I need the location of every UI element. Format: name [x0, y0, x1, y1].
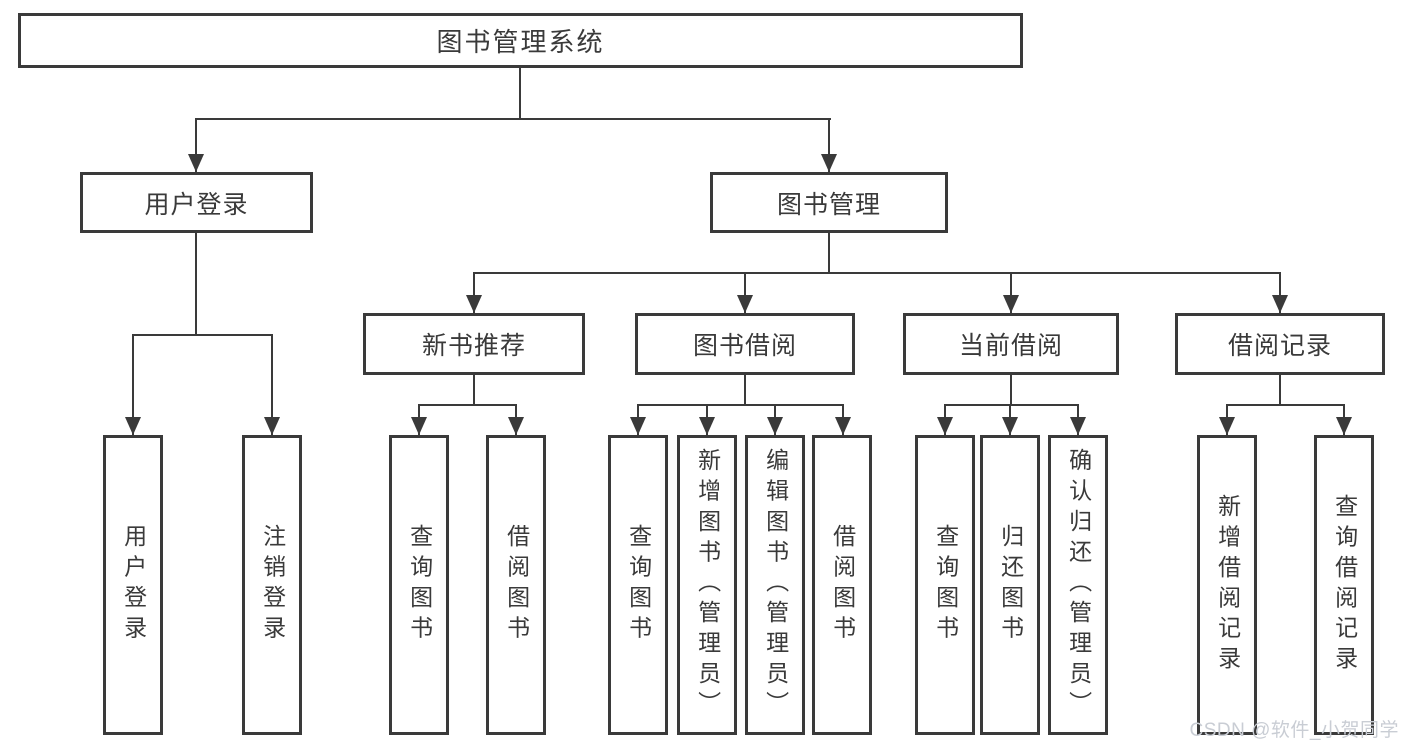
node-box-borrow-book-2: 借阅图书: [812, 435, 872, 735]
connector-line: [1279, 272, 1281, 313]
connector-line: [744, 272, 746, 313]
node-box-book-borrow: 图书借阅: [635, 313, 855, 375]
arrow-down-icon: [1003, 295, 1019, 313]
node-box-query-borrow-record: 查询借阅记录: [1314, 435, 1374, 735]
node-label: 用户登录: [120, 524, 147, 646]
watermark-text: CSDN @软件_小贺同学: [1189, 720, 1399, 741]
node-label: 确认归还（管理员）: [1065, 448, 1092, 722]
arrow-down-icon: [1336, 417, 1352, 435]
node-box-edit-book: 编辑图书（管理员）: [745, 435, 805, 735]
node-box-query-book-2: 查询图书: [608, 435, 668, 735]
node-box-query-book-3: 查询图书: [915, 435, 975, 735]
node-label: 借阅记录: [1227, 332, 1332, 360]
connector-line: [828, 232, 830, 274]
arrow-down-icon: [699, 417, 715, 435]
node-box-root: 图书管理系统: [18, 13, 1023, 68]
arrow-down-icon: [411, 417, 427, 435]
node-label: 注销登录: [259, 524, 286, 646]
arrow-down-icon: [821, 154, 837, 172]
arrow-down-icon: [937, 417, 953, 435]
arrow-down-icon: [630, 417, 646, 435]
connector-line: [195, 118, 831, 120]
node-label: 借阅图书: [503, 524, 530, 646]
arrow-down-icon: [835, 417, 851, 435]
node-label: 当前借阅: [958, 332, 1063, 360]
node-box-query-book-1: 查询图书: [389, 435, 449, 735]
arrow-down-icon: [125, 417, 141, 435]
connector-line: [1010, 272, 1012, 313]
connector-line: [744, 374, 746, 406]
node-box-leaf-logout: 注销登录: [242, 435, 302, 735]
node-box-add-book: 新增图书（管理员）: [677, 435, 737, 735]
connector-line: [271, 334, 273, 435]
node-label: 图书管理: [776, 190, 881, 219]
arrow-down-icon: [1002, 417, 1018, 435]
arrow-down-icon: [508, 417, 524, 435]
arrow-down-icon: [466, 295, 482, 313]
connector-line: [637, 404, 844, 406]
arrow-down-icon: [737, 295, 753, 313]
node-box-book-mgmt: 图书管理: [710, 172, 948, 233]
node-box-confirm-return: 确认归还（管理员）: [1048, 435, 1108, 735]
connector-line: [1010, 374, 1012, 406]
arrow-down-icon: [188, 154, 204, 172]
arrow-down-icon: [767, 417, 783, 435]
node-box-borrow-record: 借阅记录: [1175, 313, 1385, 375]
arrow-down-icon: [264, 417, 280, 435]
arrow-down-icon: [1272, 295, 1288, 313]
connector-line: [944, 404, 1079, 406]
node-box-new-book-rec: 新书推荐: [363, 313, 585, 375]
node-label: 查询图书: [406, 524, 433, 646]
connector-line: [1279, 374, 1281, 406]
connector-line: [828, 118, 830, 172]
connector-line: [519, 66, 521, 120]
node-label: 查询图书: [932, 524, 959, 646]
connector-line: [473, 374, 475, 406]
node-label: 新增图书（管理员）: [694, 448, 721, 722]
node-label: 编辑图书（管理员）: [762, 448, 789, 722]
node-label: 查询借阅记录: [1331, 493, 1358, 677]
node-label: 借阅图书: [829, 524, 856, 646]
node-label: 图书借阅: [692, 332, 797, 360]
connector-line: [195, 118, 197, 172]
connector-line: [473, 272, 1281, 274]
node-box-add-borrow-record: 新增借阅记录: [1197, 435, 1257, 735]
node-label: 查询图书: [625, 524, 652, 646]
node-label: 用户登录: [144, 190, 249, 219]
node-box-leaf-user-login: 用户登录: [103, 435, 163, 735]
node-label: 新增借阅记录: [1214, 493, 1241, 677]
node-box-return-book: 归还图书: [980, 435, 1040, 735]
arrow-down-icon: [1219, 417, 1235, 435]
arrow-down-icon: [1070, 417, 1086, 435]
connector-line: [1226, 404, 1345, 406]
node-box-borrow-book-1: 借阅图书: [486, 435, 546, 735]
connector-line: [195, 232, 197, 336]
node-label: 新书推荐: [421, 332, 526, 360]
connector-line: [473, 272, 475, 313]
node-box-current-borrow: 当前借阅: [903, 313, 1119, 375]
node-label: 归还图书: [997, 524, 1024, 646]
node-box-user-login: 用户登录: [80, 172, 313, 233]
node-label: 图书管理系统: [436, 27, 605, 57]
connector-line: [418, 404, 517, 406]
connector-line: [132, 334, 273, 336]
connector-line: [132, 334, 134, 435]
